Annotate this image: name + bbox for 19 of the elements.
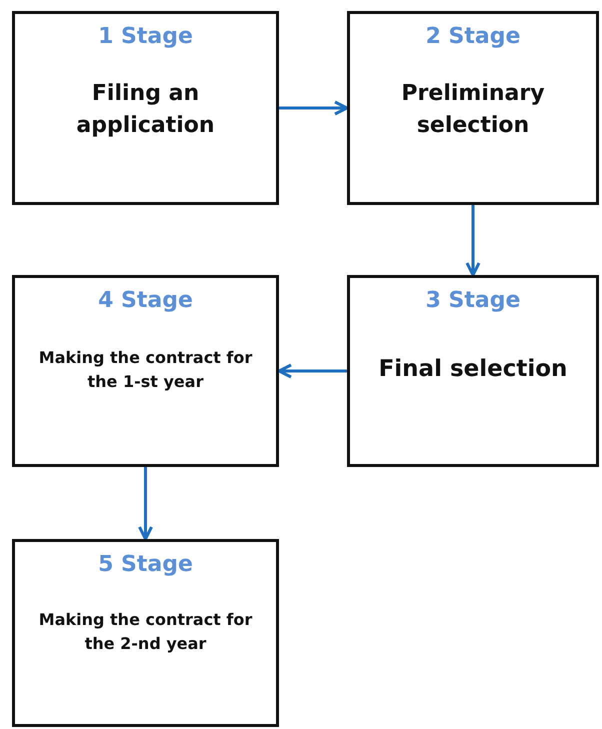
stage-number: 5 Stage bbox=[98, 552, 193, 577]
stage-box bbox=[12, 539, 279, 727]
stage-box bbox=[12, 11, 279, 205]
arrow bbox=[279, 100, 348, 116]
stage-title: Making the contract for the 1-st year bbox=[38, 347, 254, 392]
stage-title: Preliminary selection bbox=[400, 80, 546, 140]
stage-box bbox=[347, 11, 599, 205]
stage-number: 4 Stage bbox=[98, 288, 193, 313]
stage-box bbox=[12, 275, 279, 467]
stage-title: Final selection bbox=[378, 354, 568, 384]
stage-number: 2 Stage bbox=[426, 24, 520, 49]
stage-number: 3 Stage bbox=[426, 288, 520, 313]
stage-title: Making the contract for the 2-nd year bbox=[38, 609, 254, 654]
arrow bbox=[466, 205, 480, 276]
stage-box bbox=[347, 275, 599, 467]
stage-title: Filing an application bbox=[75, 80, 216, 140]
arrow bbox=[278, 364, 347, 378]
stage-number: 1 Stage bbox=[98, 24, 193, 49]
arrow bbox=[138, 467, 153, 540]
